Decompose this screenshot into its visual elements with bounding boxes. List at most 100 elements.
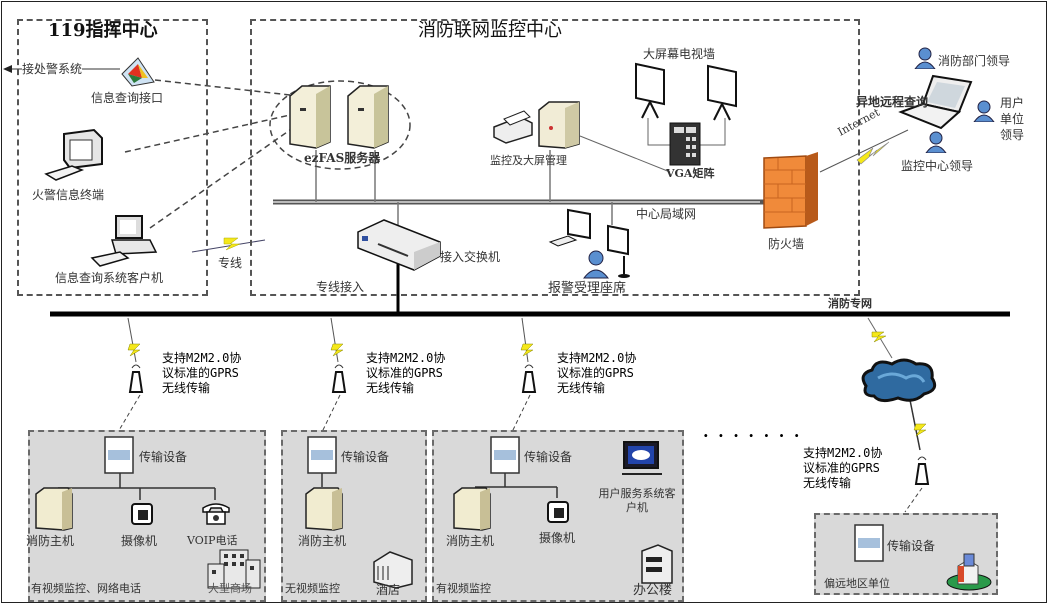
switch-icon	[357, 219, 441, 271]
transmitter-label: 传输设备	[524, 450, 573, 464]
antenna-icon	[330, 343, 347, 393]
monitor-center-title: 消防联网监控中心	[418, 20, 562, 41]
client-label: 用户服务系统客户机	[598, 487, 676, 514]
phone-icon	[202, 503, 230, 525]
fire-terminal-label: 火警信息终端	[32, 188, 105, 202]
lightning-bolt-icon	[871, 331, 887, 343]
office-label: 办公楼	[633, 583, 673, 598]
lightning-bolt-icon	[856, 141, 890, 165]
projection-screen-icon	[707, 64, 737, 121]
transmitter-icon	[490, 436, 520, 474]
transmitter-label: 传输设备	[887, 539, 936, 553]
antenna-icon	[520, 343, 537, 393]
monitor-leader-label: 监控中心领导	[901, 159, 974, 173]
site-caption: 有视频监控、网络电话	[31, 582, 141, 595]
alarm-seat-label: 报警受理座席	[548, 281, 627, 296]
mgmt-server-icon	[538, 101, 580, 149]
info-query-interface-label: 信息查询接口	[91, 91, 164, 105]
command-center-box	[17, 19, 208, 296]
fire-host-label: 消防主机	[446, 534, 495, 548]
interface-server-link	[154, 79, 291, 96]
voip-label: VOIP电话	[187, 534, 238, 547]
cloud-antenna-link	[909, 399, 921, 451]
camera-icon	[131, 503, 153, 525]
mall-label: 大型商场	[208, 582, 252, 595]
printer-icon	[493, 110, 533, 144]
firewall-label: 防火墙	[768, 237, 805, 251]
transmitter-icon	[104, 436, 134, 474]
tv-wall-label: 大屏幕电视墙	[643, 47, 716, 61]
server-icon	[289, 85, 389, 149]
gprs-drop-2	[330, 317, 339, 363]
camera-label: 摄像机	[539, 531, 576, 545]
client-monitor-icon	[622, 441, 662, 475]
cloud-icon	[861, 358, 937, 403]
site-caption: 无视频监控	[285, 582, 340, 595]
antenna-icon	[913, 423, 930, 485]
chart-interface-icon	[121, 57, 155, 87]
fire-host-icon	[305, 487, 343, 531]
firewall-icon	[763, 152, 818, 229]
hotel-label: 酒店	[376, 583, 401, 597]
site-caption: 偏远地区单位	[824, 577, 890, 590]
internet-link	[819, 129, 909, 173]
user-icon	[973, 100, 995, 122]
gprs-drop-3	[521, 317, 529, 363]
desktop-computer-icon	[44, 128, 103, 181]
camera-label: 摄像机	[121, 534, 158, 548]
command-center-title: 119指挥中心	[48, 20, 158, 41]
operator-workstation-icon	[548, 208, 630, 279]
mgmt-vga-link	[579, 135, 671, 173]
user-unit-leader-label: 用户单位领导	[1000, 96, 1025, 142]
dedicated-line-link	[191, 239, 266, 253]
vga-matrix-label: VGA矩阵	[666, 167, 715, 180]
fire-network-label: 消防专网	[828, 297, 872, 310]
fire-host-icon	[453, 487, 491, 531]
tv2-vga-link	[700, 118, 726, 146]
ellipsis: · · · · · · ·	[703, 426, 802, 445]
laptop-icon	[898, 74, 973, 130]
client-server-link	[149, 129, 291, 229]
server-label: ezFAS服务器	[304, 151, 381, 165]
lan-label: 中心局域网	[636, 207, 697, 221]
fire-host-label: 消防主机	[26, 534, 75, 548]
camera-icon	[547, 501, 569, 523]
vga-matrix-icon	[669, 122, 701, 166]
transmitter-label: 传输设备	[139, 450, 188, 464]
client-pc-icon	[90, 215, 158, 267]
query-client-label: 信息查询系统客户机	[55, 271, 164, 285]
alarm-system-label: 接处警系统	[22, 62, 83, 76]
access-switch-label: 接入交换机	[440, 250, 501, 264]
gprs-drop-1	[127, 317, 137, 363]
fire-dept-leader-label: 消防部门领导	[938, 54, 1011, 68]
lightning-bolt-icon	[223, 237, 241, 251]
monitor-center-box	[250, 19, 860, 296]
monitor-mgmt-label: 监控及大屏管理	[490, 154, 567, 167]
arrow-left-icon	[3, 65, 12, 73]
dedicated-line-label: 专线	[218, 256, 243, 270]
user-icon	[914, 47, 936, 69]
remote-query-label: 异地远程查询	[856, 95, 929, 109]
remote-site-icon	[946, 553, 992, 591]
transmitter-icon	[854, 524, 884, 562]
projection-screen-icon	[635, 62, 665, 119]
user-icon	[925, 131, 947, 153]
server-group-ellipse	[269, 80, 411, 170]
site-caption: 有视频监控	[436, 582, 491, 595]
fire-host-label: 消防主机	[298, 534, 347, 548]
transmitter-icon	[307, 436, 337, 474]
hotel-building-icon	[373, 551, 413, 588]
tv1-vga-link	[647, 118, 680, 146]
transmitter-label: 传输设备	[341, 450, 390, 464]
antenna-icon	[127, 343, 144, 393]
office-building-icon	[641, 544, 673, 584]
dedicated-access-label: 专线接入	[316, 280, 365, 294]
fire-host-icon	[35, 487, 73, 531]
